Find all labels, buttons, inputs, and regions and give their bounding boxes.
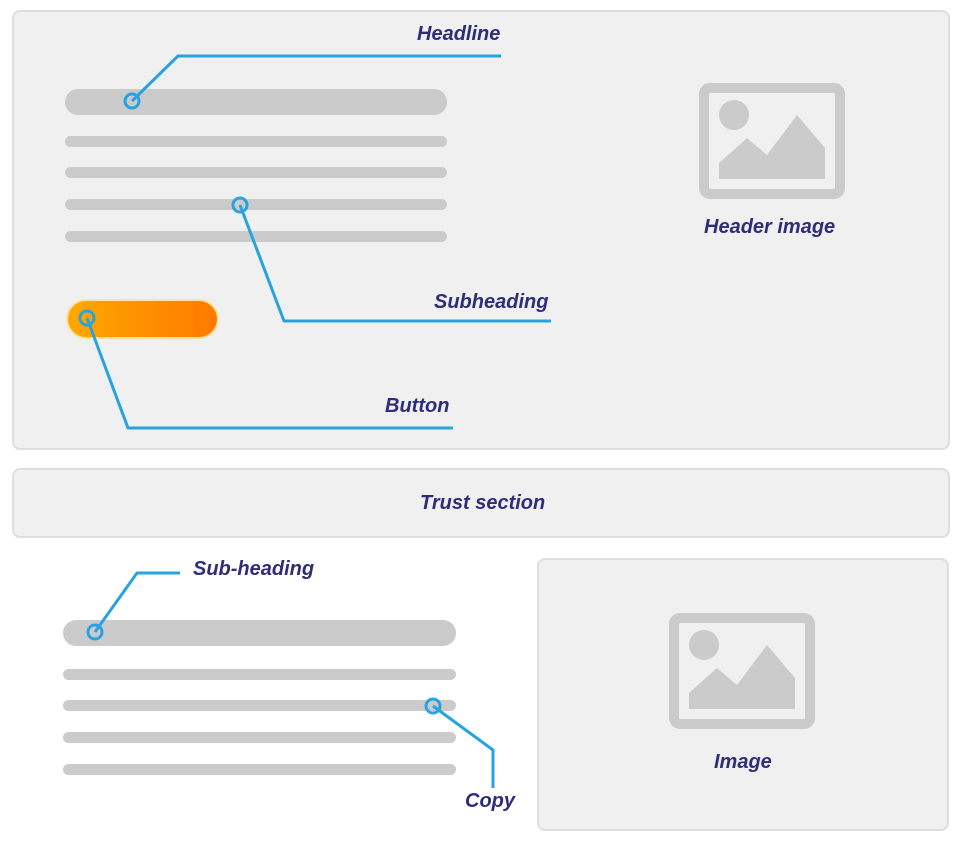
header-image-label: Header image (704, 216, 836, 238)
button-label: Button (385, 395, 450, 417)
subheading-line-2 (65, 167, 447, 178)
trust-section-label: Trust section (420, 492, 546, 514)
headline-callout-dot (123, 92, 141, 110)
subheading-callout-dot (231, 196, 249, 214)
copy-label: Copy (465, 790, 515, 812)
copy-line-4 (63, 764, 456, 775)
button-callout-dot (78, 309, 96, 327)
subheading-line-1 (65, 136, 447, 147)
subheading-line-3 (65, 199, 447, 210)
subheading-line-4 (65, 231, 447, 242)
copy-line-1 (63, 669, 456, 680)
copy-callout-line (432, 704, 495, 788)
headline-label: Headline (417, 23, 501, 45)
trust-section (12, 468, 950, 538)
image-icon (669, 613, 815, 729)
sub-heading-label: Sub-heading (193, 558, 315, 580)
button-callout-line (85, 317, 453, 430)
headline-callout-line (130, 54, 501, 103)
cta-button-placeholder (66, 299, 219, 339)
header-image-icon (699, 83, 845, 199)
subheading-label: Subheading (434, 291, 549, 313)
sub-heading-callout-line (93, 571, 180, 633)
image-label: Image (714, 751, 772, 773)
sub-heading-callout-dot (86, 623, 104, 641)
copy-line-2 (63, 700, 456, 711)
copy-callout-dot (424, 697, 442, 715)
copy-line-3 (63, 732, 456, 743)
subheading-callout-line (238, 204, 551, 323)
sub-heading-placeholder (63, 620, 456, 646)
